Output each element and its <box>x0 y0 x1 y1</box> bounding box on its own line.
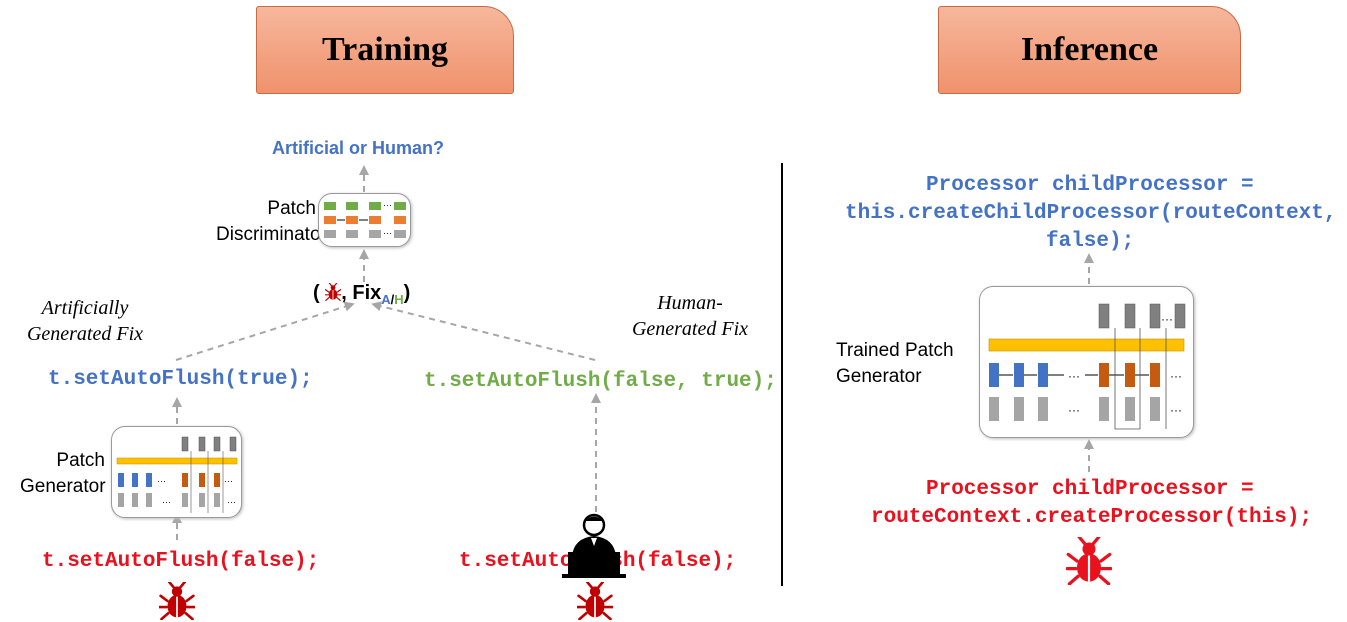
tuple-fix: , Fix <box>341 282 382 304</box>
inference-output-line3: false); <box>1046 230 1135 253</box>
arrow-artificial-to-tuple <box>175 301 355 361</box>
svg-text:···: ··· <box>1170 403 1182 417</box>
svg-text:···: ··· <box>162 497 171 507</box>
discriminator-output-label: Artificial or Human? <box>272 138 445 158</box>
discriminator-gray-row <box>324 230 406 238</box>
svg-text:···: ··· <box>383 228 392 238</box>
inference-header: Inference <box>938 6 1241 94</box>
svg-text:···: ··· <box>1068 403 1080 417</box>
inference-header-title: Inference <box>1020 31 1159 68</box>
svg-text:···: ··· <box>1161 312 1173 326</box>
svg-text:···: ··· <box>383 200 392 210</box>
buggy-code-left: t.setAutoFlush(false); <box>42 550 320 573</box>
artificial-fix-label: Artificially Generated Fix <box>26 297 144 345</box>
bug-icon <box>324 282 342 301</box>
tuple-close: ) <box>403 282 411 304</box>
svg-text:···: ··· <box>224 476 233 486</box>
tuple-sub-slash: / <box>390 292 395 307</box>
training-header: Training <box>256 6 514 94</box>
inference-input-line1: Processor childProcessor = <box>926 478 1254 501</box>
tuple-sub-a: A <box>381 292 391 307</box>
inference-input-line2: routeContext.createProcessor(this); <box>871 506 1313 529</box>
trained-generator-label: Trained Patch Generator <box>836 340 954 387</box>
human-fix-code: t.setAutoFlush(false, true); <box>424 370 777 393</box>
discriminator-orange-row <box>324 216 406 224</box>
training-header-title: Training <box>322 31 448 68</box>
human-fix-label: Human- Generated Fix <box>631 292 749 340</box>
bug-icon <box>577 582 613 620</box>
inference-output-line1: Processor childProcessor = <box>926 174 1254 197</box>
trained-generator-network: ··· ··· ··· ··· ··· <box>979 286 1194 438</box>
svg-text:···: ··· <box>157 476 166 486</box>
svg-text:···: ··· <box>1068 369 1080 383</box>
bug-icon <box>1066 537 1112 585</box>
svg-text:···: ··· <box>227 497 236 507</box>
artificial-fix-code: t.setAutoFlush(true); <box>48 368 313 391</box>
generator-label: Patch Generator <box>20 450 106 497</box>
discriminator-green-row <box>324 202 406 210</box>
tuple-sub-h: H <box>394 292 404 307</box>
discriminator-label: Patch Discriminator <box>216 198 327 245</box>
inference-output-line2: this.createChildProcessor(routeContext, <box>845 202 1337 225</box>
tuple-label: ( , FixA/H) <box>313 282 410 307</box>
patch-generator-network: ··· ··· ··· ··· <box>111 426 242 518</box>
discriminator-network: ··· ··· <box>318 193 411 247</box>
section-divider <box>781 163 783 586</box>
tuple-open: ( <box>313 282 320 304</box>
svg-text:···: ··· <box>1170 369 1182 383</box>
developer-laptop-icon <box>562 513 626 578</box>
arrow-human-to-tuple <box>371 301 596 361</box>
bug-icon <box>159 582 195 620</box>
